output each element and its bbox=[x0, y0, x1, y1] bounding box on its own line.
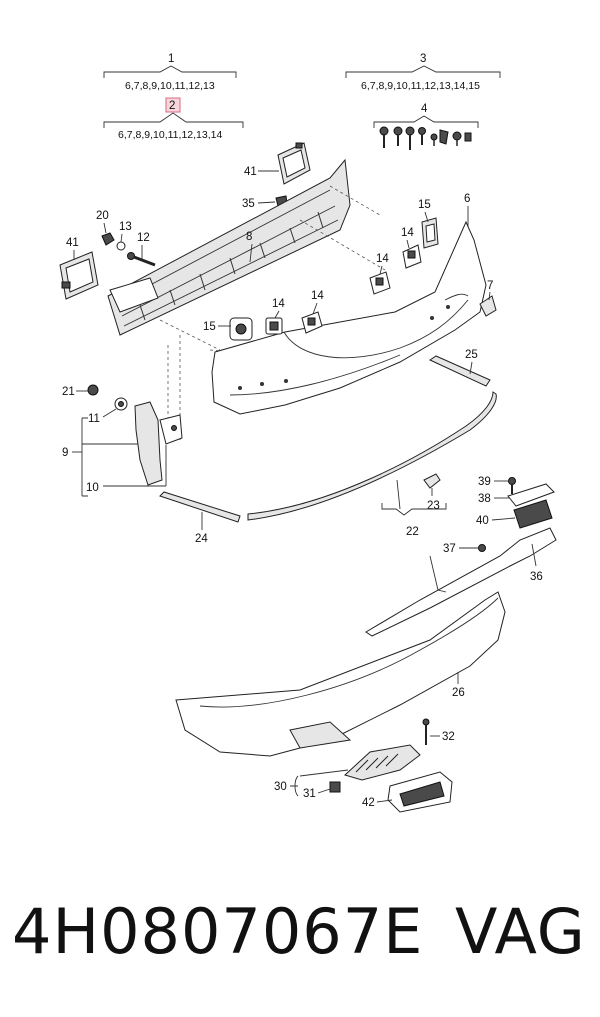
sensor-holder-14-d bbox=[402, 244, 422, 269]
diffuser-26 bbox=[175, 591, 506, 757]
screw-37 bbox=[478, 544, 486, 552]
callout-2-highlight bbox=[165, 97, 181, 113]
callout-2: 2 6,7,8,9,10,11,12,13,14 bbox=[103, 97, 244, 141]
sensor-holder-14-a bbox=[265, 317, 283, 335]
bracket-38 bbox=[507, 483, 555, 507]
label-8: 8 bbox=[246, 231, 252, 243]
bumper-cover-6 bbox=[211, 220, 487, 415]
screw-32 bbox=[422, 718, 430, 745]
washer-13 bbox=[116, 241, 126, 251]
sensor-holder-14-b bbox=[301, 311, 323, 334]
label-38: 38 bbox=[478, 493, 491, 505]
brand-name: VAG bbox=[455, 895, 586, 968]
label-21: 21 bbox=[62, 386, 75, 398]
reinforcement-beam-8 bbox=[107, 158, 351, 336]
label-10: 10 bbox=[86, 482, 99, 494]
callout-2-number: 2 bbox=[169, 100, 175, 112]
label-37: 37 bbox=[443, 543, 456, 555]
callout-4-number: 4 bbox=[421, 103, 428, 115]
clip-23 bbox=[423, 473, 441, 489]
label-15-left: 15 bbox=[203, 321, 216, 333]
sensor-holder-14-c bbox=[369, 271, 391, 295]
parts-diagram: 1 6,7,8,9,10,11,12,13 2 6,7,8,9,10,11,12… bbox=[59, 53, 557, 813]
exhaust-trim-42 bbox=[387, 771, 453, 813]
callout-1-number: 1 bbox=[168, 53, 174, 65]
label-41-left: 41 bbox=[66, 237, 79, 249]
callout-3-number: 3 bbox=[420, 53, 426, 65]
side-bracket-10 bbox=[134, 401, 183, 486]
label-14-a: 14 bbox=[272, 298, 285, 310]
label-36: 36 bbox=[530, 571, 543, 583]
label-30: 30 bbox=[274, 781, 287, 793]
sensor-bracket-41-left bbox=[59, 251, 99, 300]
label-11: 11 bbox=[88, 413, 100, 425]
label-23: 23 bbox=[427, 500, 440, 512]
trim-strip-24 bbox=[159, 491, 241, 523]
carrier-36 bbox=[365, 527, 557, 637]
nut-20 bbox=[101, 232, 115, 246]
end-cap-7 bbox=[479, 295, 497, 317]
label-14-c: 14 bbox=[376, 253, 389, 265]
label-35: 35 bbox=[242, 198, 255, 210]
label-42: 42 bbox=[362, 797, 375, 809]
label-25: 25 bbox=[465, 349, 478, 361]
sensor-bracket-41-top bbox=[277, 142, 311, 185]
label-14-b: 14 bbox=[311, 290, 324, 302]
label-26: 26 bbox=[452, 687, 465, 699]
label-15-top: 15 bbox=[418, 199, 431, 211]
moulding-strip-22 bbox=[247, 391, 497, 521]
label-13: 13 bbox=[119, 221, 132, 233]
fastener-set bbox=[379, 126, 472, 150]
label-39: 39 bbox=[478, 476, 491, 488]
callout-2-refs: 6,7,8,9,10,11,12,13,14 bbox=[118, 129, 222, 141]
label-31: 31 bbox=[303, 788, 316, 800]
sensor-15-left bbox=[229, 317, 253, 341]
label-20: 20 bbox=[96, 210, 109, 222]
label-40: 40 bbox=[476, 515, 489, 527]
label-32: 32 bbox=[442, 731, 455, 743]
callout-3-refs: 6,7,8,9,10,11,12,13,14,15 bbox=[361, 80, 480, 92]
label-14-d: 14 bbox=[401, 227, 414, 239]
label-41-top: 41 bbox=[244, 166, 257, 178]
label-24: 24 bbox=[195, 533, 208, 545]
callout-3: 3 6,7,8,9,10,11,12,13,14,15 bbox=[345, 53, 501, 92]
screw-39 bbox=[508, 477, 516, 494]
clip-31 bbox=[329, 781, 341, 793]
label-7: 7 bbox=[487, 280, 493, 292]
clip-11 bbox=[114, 397, 128, 411]
callout-4: 4 bbox=[373, 103, 479, 150]
trim-strip-25 bbox=[428, 355, 491, 387]
part-number: 4H0807067E bbox=[12, 895, 424, 968]
callout-1-refs: 6,7,8,9,10,11,12,13 bbox=[125, 80, 215, 92]
sensor-15-top bbox=[421, 217, 439, 249]
nut-21 bbox=[87, 384, 99, 396]
label-12: 12 bbox=[137, 232, 150, 244]
label-6: 6 bbox=[464, 193, 470, 205]
label-22: 22 bbox=[406, 526, 419, 538]
module-40 bbox=[513, 499, 553, 529]
label-9: 9 bbox=[62, 447, 68, 459]
bolt-12 bbox=[127, 252, 156, 267]
grille-30 bbox=[344, 744, 421, 781]
callout-1: 1 6,7,8,9,10,11,12,13 bbox=[103, 53, 237, 92]
